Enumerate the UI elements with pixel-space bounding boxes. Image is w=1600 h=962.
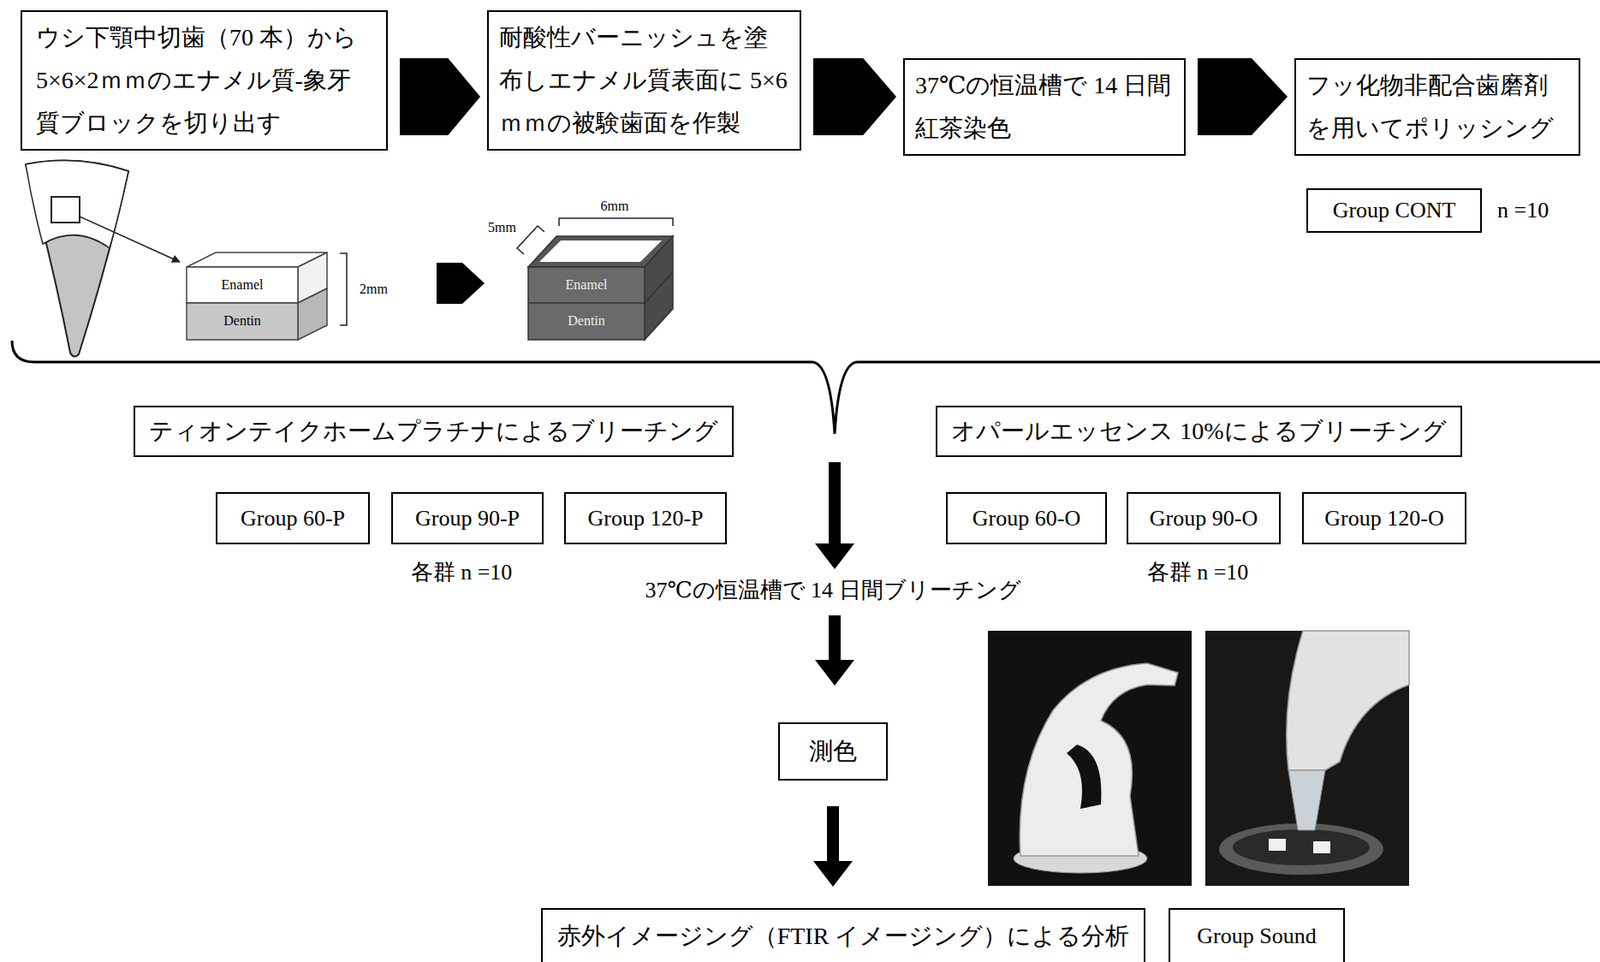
process-box: 耐酸性バーニッシュを塗 布しエナメル質表面に 5×6 ｍｍの被験歯面を作製 (487, 10, 802, 151)
dimension-bracket (339, 253, 347, 326)
photo-frame (1205, 630, 1410, 887)
part-label: 5mm (487, 219, 517, 236)
test-surface (539, 240, 662, 262)
node-text: フッ化物非配合歯磨剤 を用いてポリッシング (1306, 64, 1569, 150)
flow-arrow (814, 462, 855, 570)
dimension-bracket (559, 218, 673, 227)
flow-arrow (814, 615, 855, 686)
group-box: Group Sound (1168, 908, 1345, 962)
enamel-layer (186, 267, 298, 304)
group-box: Group 60-O (945, 492, 1107, 545)
block-side (644, 236, 673, 340)
part-label: Enamel (221, 276, 264, 293)
leader-arrow (79, 216, 180, 262)
node-text: 耐酸性バーニッシュを塗 布しエナメル質表面に 5×6 ｍｍの被験歯面を作製 (499, 16, 790, 145)
node-text: Group 60-P (240, 504, 345, 534)
node-text: Group 90-P (415, 504, 520, 534)
note-label: 各群 n =10 (1147, 559, 1250, 586)
node-text: Group 60-O (972, 504, 1081, 534)
group-box: Group 90-O (1126, 492, 1281, 545)
dentin-layer (186, 303, 298, 340)
node-text: Group 120-O (1324, 504, 1444, 534)
node-text: Group Sound (1196, 921, 1316, 952)
part-label: 2mm (359, 280, 388, 298)
flow-arrow (1197, 58, 1288, 136)
node-text: Group 120-P (587, 504, 703, 534)
varnished-block (528, 267, 645, 340)
method-box: ティオンテイクホームプラチナによるブリーチング (133, 405, 734, 458)
flow-arrow (399, 58, 481, 136)
step-box: 測色 (778, 722, 888, 781)
node-text: オパールエッセンス 10%によるブリーチング (951, 416, 1446, 447)
node-text: 測色 (808, 736, 857, 768)
group-box: Group CONT (1306, 188, 1482, 233)
tooth-root (25, 160, 129, 357)
flow-arrow (813, 806, 853, 887)
node-text: Group 90-O (1149, 504, 1258, 534)
note-label: 各群 n =10 (410, 559, 513, 586)
shade-measuring-device (1019, 663, 1178, 857)
process-box: 37℃の恒温槽で 14 日間 紅茶染色 (903, 58, 1186, 156)
group-box: Group 120-P (564, 492, 727, 545)
tooth-crown (25, 160, 129, 250)
specimen (1313, 841, 1331, 854)
group-box: Group 90-P (391, 492, 544, 545)
device-handle-gap (1066, 744, 1101, 809)
dimension-bracket (517, 226, 545, 255)
device-nose (1286, 630, 1410, 771)
specimen-cap-inner (1232, 829, 1370, 866)
node-text: 37℃の恒温槽で 14 日間 紅茶染色 (915, 64, 1174, 150)
node-text: 赤外イメージング（FTIR イメージング）による分析 (557, 921, 1131, 952)
block-arrow (436, 262, 485, 304)
note-label: 37℃の恒温槽で 14 日間ブリーチング (644, 576, 1021, 604)
note-label: n =10 (1497, 196, 1549, 224)
process-box: フッ化物非配合歯磨剤 を用いてポリッシング (1294, 58, 1581, 156)
method-box: オパールエッセンス 10%によるブリーチング (935, 405, 1462, 458)
analysis-box: 赤外イメージング（FTIR イメージング）による分析 (541, 908, 1146, 962)
node-text: Group CONT (1332, 196, 1457, 226)
block-side (297, 288, 328, 340)
process-box: ウシ下顎中切歯（70 本）から 5×6×2ｍｍのエナメル質-象牙 質ブロックを切… (20, 10, 388, 151)
layer-line (644, 272, 673, 304)
flow-arrow (813, 58, 897, 136)
group-box: Group 60-P (215, 492, 370, 545)
group-box: Group 120-O (1302, 492, 1467, 545)
part-label: Dentin (223, 312, 262, 329)
layer-line (528, 302, 645, 304)
device-tip (1288, 770, 1326, 831)
cut-region (51, 196, 80, 223)
specimen-cap (1219, 823, 1384, 875)
node-text: ウシ下顎中切歯（70 本）から 5×6×2ｍｍのエナメル質-象牙 質ブロックを切… (35, 16, 373, 145)
specimen (1268, 838, 1286, 851)
part-label: Dentin (567, 312, 606, 329)
node-text: ティオンテイクホームプラチナによるブリーチング (148, 416, 719, 447)
photo-frame (987, 630, 1192, 887)
part-label: 6mm (600, 197, 630, 215)
part-label: Enamel (565, 276, 608, 293)
